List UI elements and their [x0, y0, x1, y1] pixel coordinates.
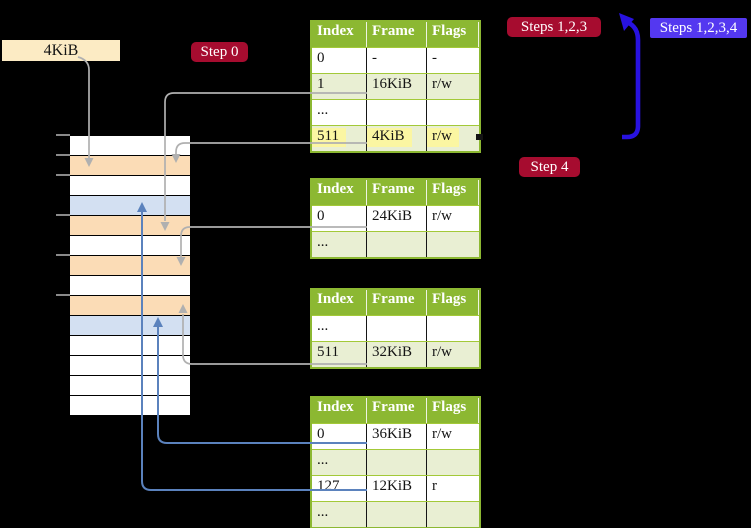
step-0-badge: Step 0	[191, 42, 248, 62]
table-cell: 511	[312, 126, 367, 151]
column-header: Frame	[367, 22, 427, 47]
table-cell: 1	[312, 74, 367, 99]
highlighted-value: 511	[312, 128, 346, 147]
table-cell: r/w	[432, 426, 452, 442]
table-cell: r	[432, 478, 437, 494]
steps-123-badge: Steps 1,2,3	[507, 17, 601, 37]
stray-dash	[476, 134, 483, 140]
memory-frame-row	[70, 376, 190, 396]
column-header: Index	[312, 180, 367, 205]
table-cell: ...	[312, 232, 367, 257]
table-row: ...	[312, 501, 479, 527]
table-cell: 32KiB	[367, 342, 427, 367]
table-row: ...	[312, 315, 479, 341]
column-header: Flags	[427, 22, 479, 47]
table-cell	[427, 100, 479, 125]
memory-frame-row	[70, 276, 190, 296]
page-size-label: 4KiB	[2, 40, 120, 61]
column-header: Index	[312, 290, 367, 315]
memory-frame-row	[70, 336, 190, 356]
memory-frame-row	[70, 196, 190, 216]
column-header: Flags	[427, 290, 479, 315]
column-header: Index	[312, 22, 367, 47]
memory-frame-row	[70, 356, 190, 376]
table-cell: ...	[312, 100, 367, 125]
table-cell	[367, 502, 427, 527]
table-cell: 16KiB	[367, 74, 427, 99]
table-cell: 36KiB	[367, 424, 427, 449]
table-cell	[427, 502, 479, 527]
table-cell: 24KiB	[367, 206, 427, 231]
table-cell	[367, 232, 427, 257]
table-cell: 0	[312, 424, 367, 449]
step-4-badge: Step 4	[519, 157, 580, 177]
memory-frame-row	[70, 236, 190, 256]
steps-1234-badge: Steps 1,2,3,4	[650, 18, 747, 38]
physical-memory-column	[70, 135, 190, 416]
memory-frame-row	[70, 256, 190, 276]
table-cell: 0	[312, 48, 367, 73]
table-cell	[427, 232, 479, 257]
table-row: 511 4KiB r/w	[312, 125, 479, 151]
table-cell: -	[367, 48, 427, 73]
table-cell	[427, 450, 479, 475]
column-header: Frame	[367, 398, 427, 423]
column-header: Flags	[427, 180, 479, 205]
memory-frame-row	[70, 136, 190, 156]
memory-frame-row	[70, 216, 190, 236]
column-header: Frame	[367, 290, 427, 315]
table-cell: r/w	[432, 76, 452, 92]
table-row: ...	[312, 99, 479, 125]
table-cell: ...	[312, 502, 367, 527]
memory-frame-row	[70, 176, 190, 196]
table-row: ...	[312, 449, 479, 475]
table-cell: 127	[312, 476, 367, 501]
column-header: Index	[312, 398, 367, 423]
table-cell: ...	[312, 316, 367, 341]
memory-ticks	[56, 134, 70, 296]
table-cell	[427, 316, 479, 341]
table-cell: 0	[312, 206, 367, 231]
highlighted-value: 4KiB	[367, 128, 412, 147]
table-row: ...	[312, 231, 479, 257]
table-cell	[367, 450, 427, 475]
table-cell: 4KiB	[367, 126, 427, 151]
column-header: Flags	[427, 398, 479, 423]
column-header: Frame	[367, 180, 427, 205]
steps-loop-arrow	[622, 20, 641, 140]
table-cell: r/w	[427, 126, 479, 151]
table-cell	[367, 316, 427, 341]
table-cell: 511	[312, 342, 367, 367]
table-cell: ...	[312, 450, 367, 475]
memory-frame-row	[70, 156, 190, 176]
table-cell: -	[432, 50, 437, 66]
table-cell: r/w	[432, 208, 452, 224]
arrowhead-upleft-icon	[619, 13, 634, 31]
memory-frame-row	[70, 296, 190, 316]
table-cell: r/w	[432, 344, 452, 360]
highlighted-value: r/w	[427, 128, 459, 147]
memory-frame-row	[70, 396, 190, 416]
table-cell: 12KiB	[367, 476, 427, 501]
table-row: 0--	[312, 47, 479, 73]
memory-frame-row	[70, 316, 190, 336]
table-cell	[367, 100, 427, 125]
